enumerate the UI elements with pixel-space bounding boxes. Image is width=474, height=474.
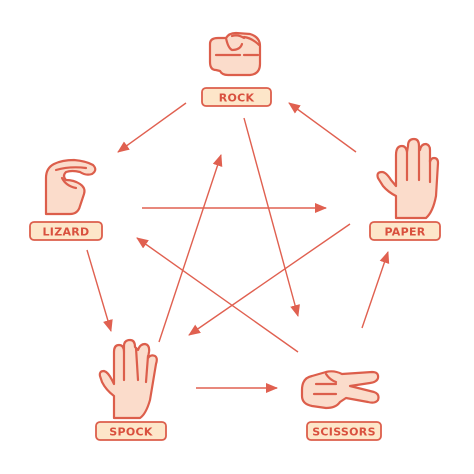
label-lizard-text: LIZARD bbox=[43, 226, 90, 239]
scissors-hand-icon bbox=[300, 370, 380, 410]
arrow-lizard-to-spock bbox=[86, 249, 113, 332]
label-paper: PAPER bbox=[369, 221, 441, 241]
arrow-rock-to-lizard bbox=[117, 102, 187, 153]
lizard-hand-icon bbox=[44, 158, 97, 216]
label-rock: ROCK bbox=[201, 87, 272, 107]
label-paper-text: PAPER bbox=[384, 226, 425, 239]
arrow-spock-to-rock bbox=[158, 154, 223, 343]
arrow-rock-to-scissors bbox=[243, 117, 300, 317]
arrow-paper-to-spock bbox=[188, 223, 351, 336]
arrow-paper-to-rock bbox=[288, 102, 357, 153]
arrow-scissors-to-lizard bbox=[136, 237, 299, 353]
arrow-scissors-to-paper bbox=[361, 251, 390, 329]
label-scissors: SCISSORS bbox=[306, 421, 382, 441]
vulcan-salute-icon bbox=[98, 338, 158, 420]
label-lizard: LIZARD bbox=[29, 221, 103, 241]
label-scissors-text: SCISSORS bbox=[312, 426, 376, 439]
label-spock: SPOCK bbox=[95, 421, 167, 441]
fist-icon bbox=[208, 31, 262, 77]
arrows-layer bbox=[86, 102, 390, 393]
open-hand-icon bbox=[376, 137, 440, 220]
label-spock-text: SPOCK bbox=[109, 426, 153, 439]
label-rock-text: ROCK bbox=[219, 92, 255, 105]
